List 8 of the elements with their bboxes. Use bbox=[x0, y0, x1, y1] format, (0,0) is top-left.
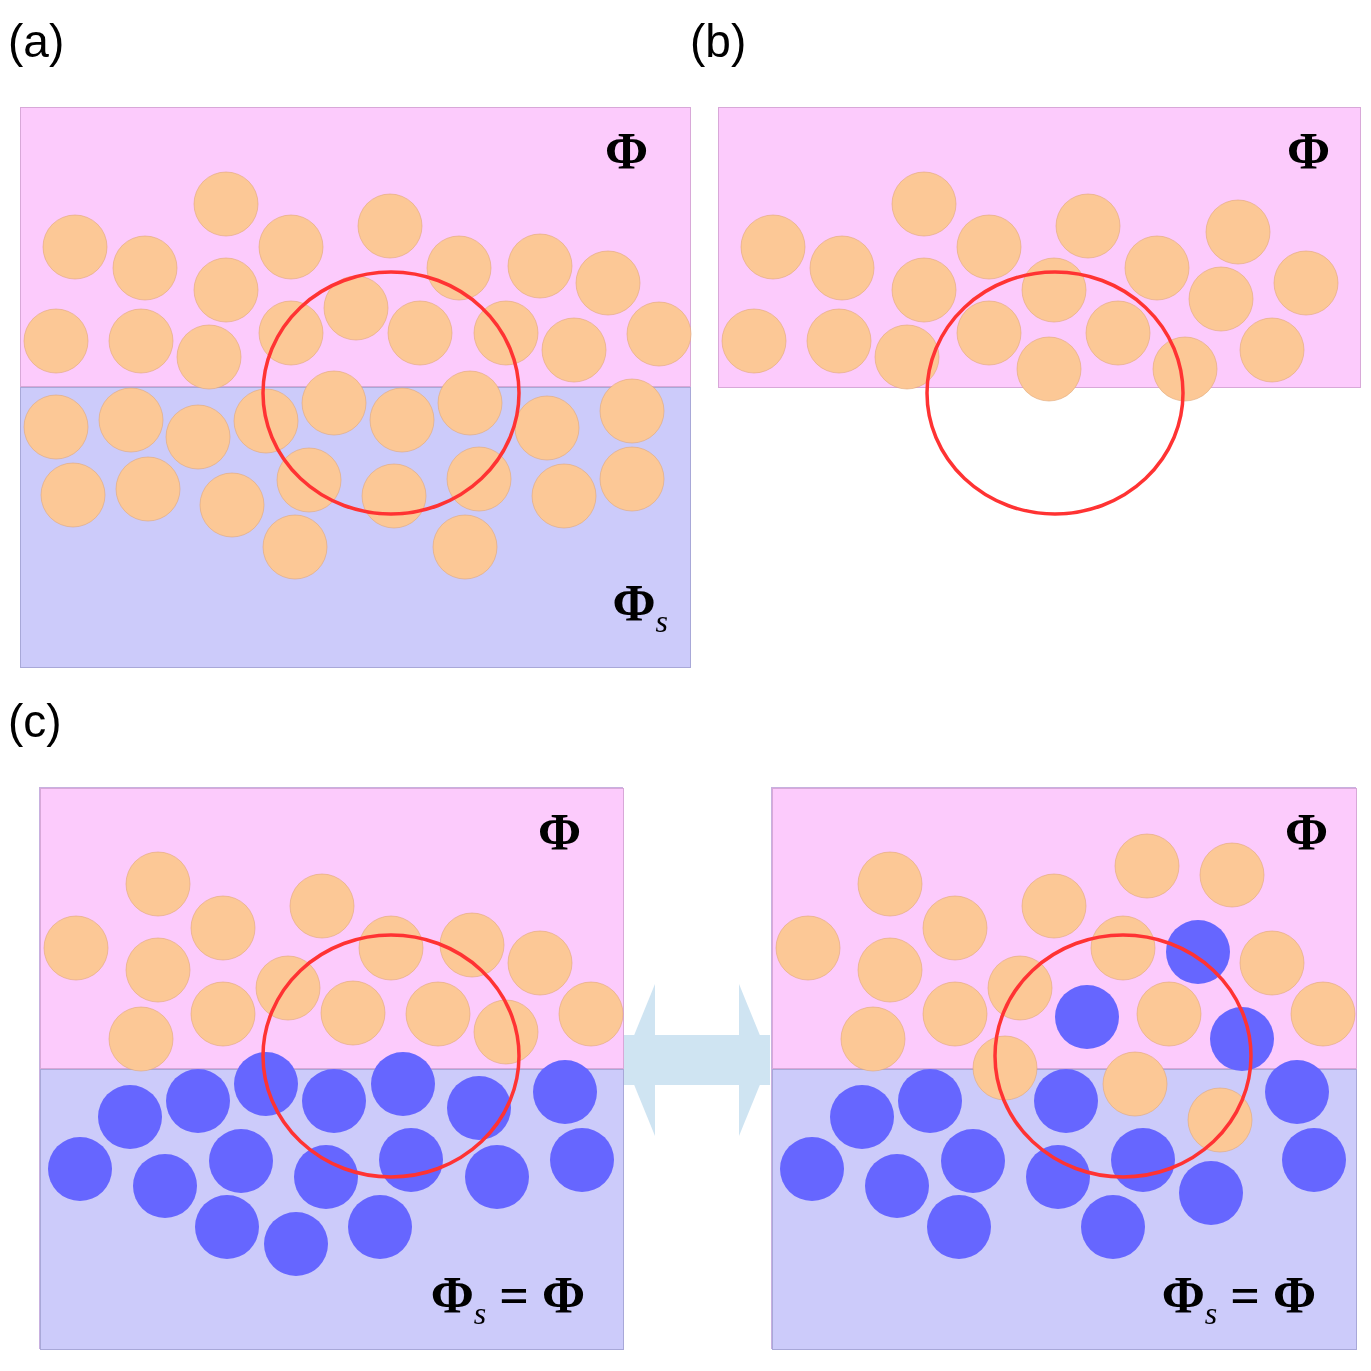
region-label: Φ bbox=[1284, 807, 1328, 859]
region-label: Φ$_{s}$ bbox=[612, 577, 668, 637]
region-label: Φ bbox=[1286, 126, 1330, 178]
region-label: Φ bbox=[537, 807, 581, 859]
region-label: Φ bbox=[604, 126, 648, 178]
region-label: Φ$_{s}$ = Φ bbox=[1161, 1269, 1316, 1329]
double-arrow bbox=[624, 984, 770, 1136]
region-label: Φ$_{s}$ = Φ bbox=[430, 1269, 585, 1329]
